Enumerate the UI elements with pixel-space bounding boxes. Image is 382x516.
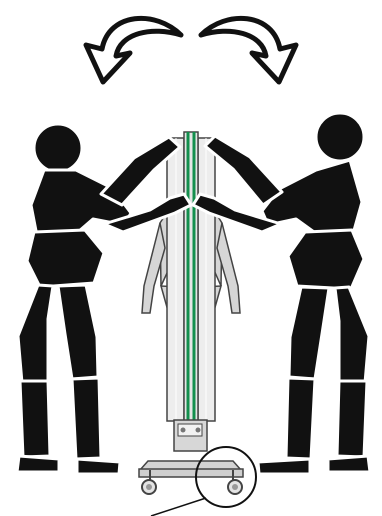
left-arrow bbox=[86, 18, 181, 82]
right-arrow bbox=[201, 18, 296, 82]
cart-assembly bbox=[139, 132, 256, 516]
